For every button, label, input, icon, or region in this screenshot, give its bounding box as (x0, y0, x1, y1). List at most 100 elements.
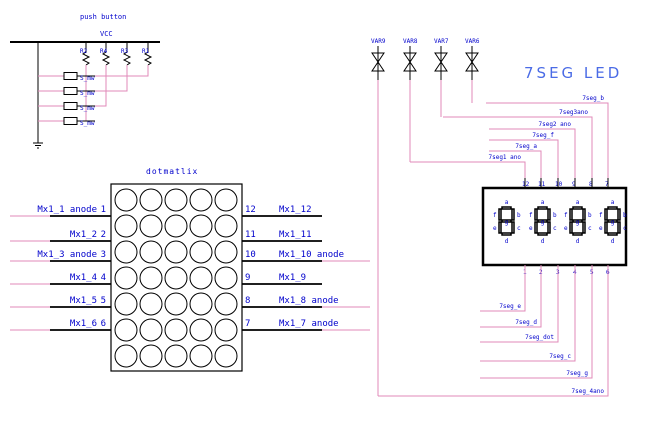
seg-top-net-label: 7seg_b (582, 95, 604, 102)
dotmatrix-dots (114, 188, 238, 368)
seg-letter-g: g (611, 219, 615, 226)
var-label: VAR9 (371, 38, 386, 45)
seg-segment (607, 206, 618, 210)
dm-left-label: Mx1_4 (70, 273, 97, 283)
dm-right-pin-number: 12 (245, 205, 256, 215)
seg-bottom-net (480, 265, 542, 328)
seg-segment (498, 221, 502, 234)
dm-right-pin-number: 10 (245, 250, 256, 260)
button-net (95, 65, 107, 107)
dm-right-pin-number: 8 (245, 296, 250, 306)
seg-segment (572, 232, 583, 236)
seg-bottom-net (480, 265, 526, 312)
dot-led (189, 240, 213, 264)
seg-top-net-label: 7seg_f (532, 132, 554, 139)
var-diode-top (403, 52, 417, 63)
dot-led (189, 266, 213, 290)
var-diode-top (371, 52, 385, 63)
dot-led (139, 214, 163, 238)
dot-led (114, 318, 138, 342)
seg-segment (498, 208, 502, 221)
resistor-symbol (122, 51, 132, 66)
resistor-label: R3 (121, 48, 129, 55)
seg-top-net-label: 7seg1 ano (488, 154, 521, 161)
seg-letter-f: f (564, 212, 568, 219)
switch-label: S_mw (80, 90, 95, 97)
seg-segment (607, 219, 618, 223)
seg-letter-e: e (599, 225, 603, 232)
dot-led (139, 240, 163, 264)
resistor-label: R4 (100, 48, 108, 55)
seg-segment (547, 221, 551, 234)
dot-led (114, 292, 138, 316)
dm-left-pin-number: 2 (101, 230, 106, 240)
seg-top-net-label: 7seg3ano (559, 109, 588, 116)
var-diode-bottom (371, 61, 385, 72)
seg-letter-d: d (505, 238, 509, 245)
push-switch (63, 87, 78, 95)
seg-segment (547, 208, 551, 221)
var-diode-top (465, 52, 479, 63)
seg-letter-d: d (541, 238, 545, 245)
seg-letter-a: a (505, 199, 509, 206)
seg-letter-g: g (576, 219, 580, 226)
dm-left-pin-number: 1 (101, 205, 106, 215)
var-diode-top (434, 52, 448, 63)
seg-segment (607, 232, 618, 236)
dot-led (114, 344, 138, 368)
dm-left-pin-number: 5 (101, 296, 106, 306)
seg-letter-d: d (576, 238, 580, 245)
dot-led (114, 266, 138, 290)
seg-top-net (486, 102, 609, 178)
switch-label: S_mw (80, 75, 95, 82)
dm-right-label: Mx1_8 anode (279, 296, 339, 306)
seg-segment (501, 232, 512, 236)
dot-led (164, 240, 188, 264)
dot-led (139, 318, 163, 342)
ground-symbol (33, 142, 43, 149)
resistor-symbol (143, 51, 153, 66)
seg-bottom-net-label: 7seg_e (499, 303, 521, 310)
dot-led (214, 266, 238, 290)
dot-led (189, 188, 213, 212)
seg-letter-a: a (541, 199, 545, 206)
seg-segment (572, 206, 583, 210)
seg-letter-b: b (553, 212, 557, 219)
seg-segment (569, 208, 573, 221)
seg-segment (617, 208, 621, 221)
dot-led (139, 292, 163, 316)
seg-segment (511, 221, 515, 234)
seg-letter-e: e (529, 225, 533, 232)
dot-led (214, 318, 238, 342)
seg-letter-e: e (564, 225, 568, 232)
dot-led (214, 188, 238, 212)
seg-segment (582, 208, 586, 221)
seg-top-net (410, 161, 526, 178)
seg-top-pin-number: 11 (538, 181, 546, 188)
dot-led (214, 214, 238, 238)
dot-led (114, 214, 138, 238)
dm-left-label: Mx1_2 (70, 230, 97, 240)
dm-left-pin-number: 3 (101, 250, 106, 260)
seg-segment (537, 206, 548, 210)
dm-right-label: Mx1_7 anode (279, 319, 339, 329)
seg-segment (604, 221, 608, 234)
dot-led (139, 344, 163, 368)
seg-letter-f: f (599, 212, 603, 219)
button-net (95, 65, 149, 77)
seg-segment (511, 208, 515, 221)
seg-letter-b: b (623, 212, 627, 219)
dm-right-pin-number: 9 (245, 273, 250, 283)
seg-letter-b: b (588, 212, 592, 219)
dm-left-label: Mx1_5 (70, 296, 97, 306)
dm-left-pin-number: 4 (101, 273, 106, 283)
button-net (95, 65, 128, 92)
seg-bottom-net (378, 265, 609, 397)
var-label: VAR6 (465, 38, 480, 45)
seg-bottom-net-label: 7seg_d (515, 319, 537, 326)
seg-letter-b: b (517, 212, 521, 219)
var-diode-bottom (465, 61, 479, 72)
